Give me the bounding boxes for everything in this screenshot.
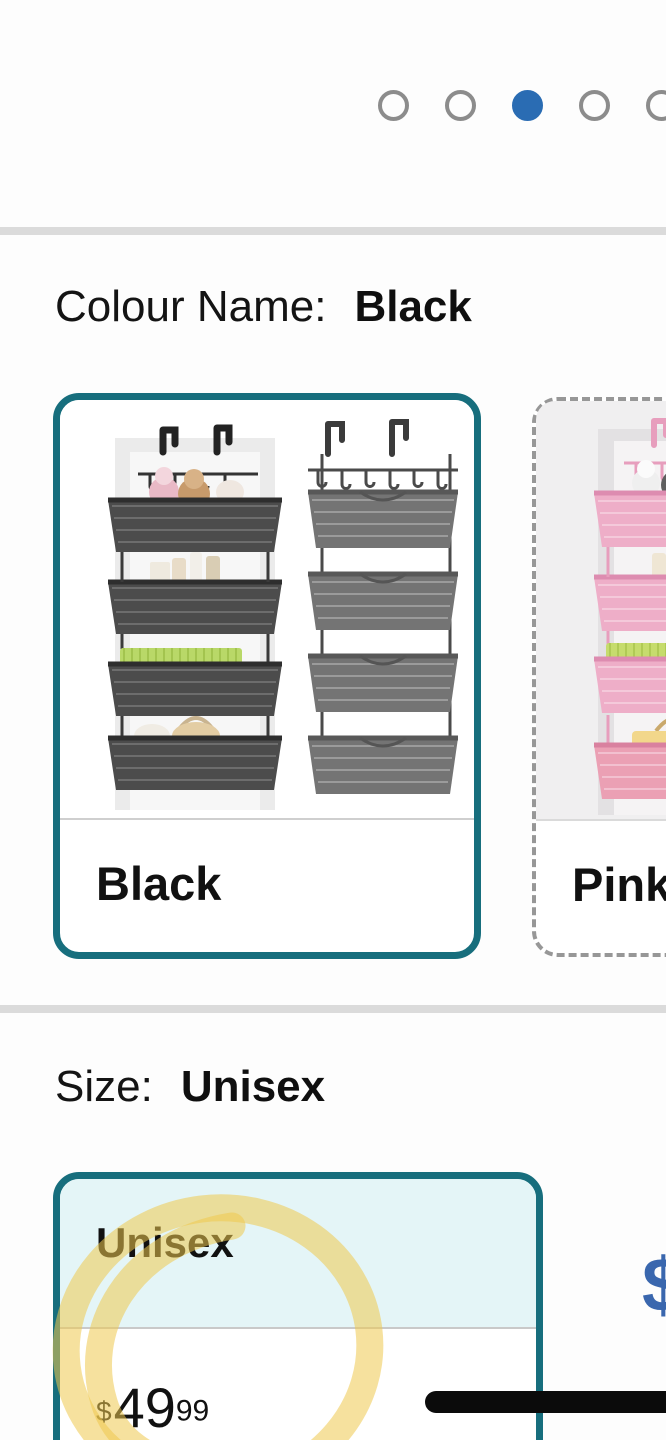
colour-option-black-label: Black: [96, 857, 222, 910]
size-label: Size:: [55, 1062, 153, 1111]
section-divider: [0, 227, 666, 235]
carousel-dot[interactable]: [646, 90, 666, 121]
size-option-top: Unisex: [60, 1179, 536, 1327]
size-option-price: $4999: [96, 1375, 209, 1440]
carousel-dot[interactable]: [378, 90, 409, 121]
next-option-partial-price-symbol: $: [642, 1243, 666, 1328]
card-divider: [60, 818, 474, 820]
colour-section-heading: Colour Name: Black: [55, 282, 472, 332]
carousel-dot[interactable]: [579, 90, 610, 121]
colour-label: Colour Name:: [55, 282, 327, 331]
annotation-bar: [425, 1391, 666, 1413]
card-divider: [60, 1327, 536, 1329]
colour-option-black[interactable]: Black: [53, 393, 481, 959]
door-organizer-pink-illustration: [594, 418, 666, 815]
card-divider: [536, 819, 666, 821]
carousel-dot[interactable]: [445, 90, 476, 121]
size-selected-value: Unisex: [180, 1062, 326, 1111]
size-option-unisex-label: Unisex: [96, 1219, 234, 1266]
price-symbol: $: [96, 1395, 112, 1427]
size-section-heading: Size: Unisex: [55, 1062, 325, 1112]
black-variant-image: [60, 400, 474, 818]
colour-selected-value: Black: [354, 282, 472, 331]
section-divider: [0, 1005, 666, 1013]
pink-variant-image: [536, 401, 666, 819]
carousel-page-indicator: [378, 90, 666, 121]
price-whole: 49: [113, 1376, 176, 1439]
price-fraction: 99: [175, 1394, 210, 1428]
colour-option-pink-label: Pink: [572, 858, 666, 911]
door-organizer-black-illustration: [108, 419, 458, 810]
carousel-dot-active[interactable]: [512, 90, 543, 121]
colour-option-pink[interactable]: Pink: [532, 397, 666, 957]
